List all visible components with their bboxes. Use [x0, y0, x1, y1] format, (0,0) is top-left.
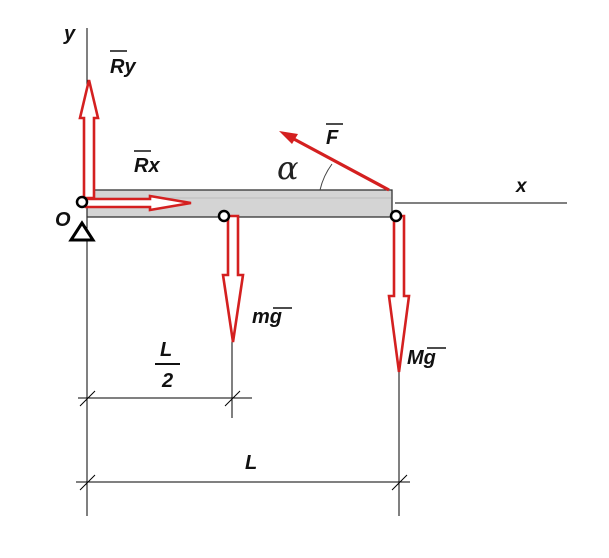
y-axis-label: y: [63, 23, 76, 45]
force-rx-arrow: [84, 194, 192, 212]
f-label: F: [326, 127, 339, 149]
origin-pin: [75, 195, 89, 209]
force-f-arrowhead: [279, 131, 298, 144]
half-length-tick-left: [79, 390, 96, 407]
rx-label: Rx: [134, 155, 160, 177]
angle-alpha-arc: [319, 163, 333, 191]
half-length-tick-right: [224, 390, 241, 407]
origin-label: O: [55, 209, 71, 231]
big-mg-label: Mg: [407, 347, 436, 369]
full-length-label: L: [245, 452, 257, 474]
x-axis-label: x: [515, 176, 528, 197]
pin-support-triangle: [68, 220, 96, 242]
full-length-tick-left: [79, 474, 96, 491]
half-length-denominator: 2: [161, 370, 173, 392]
full-length-tick-right: [391, 474, 408, 491]
center-of-mass-point: [217, 209, 231, 223]
end-point: [389, 209, 403, 223]
force-f-shaft: [291, 136, 390, 192]
beam: [86, 189, 393, 218]
force-big-mg-arrow: [387, 214, 411, 373]
half-length-numerator: L: [160, 339, 172, 361]
alpha-label: α: [277, 149, 299, 187]
force-mg-arrow: [221, 214, 245, 343]
force-ry-arrow: [78, 79, 100, 200]
mg-label: mg: [252, 306, 282, 328]
ry-label: Ry: [110, 56, 136, 78]
